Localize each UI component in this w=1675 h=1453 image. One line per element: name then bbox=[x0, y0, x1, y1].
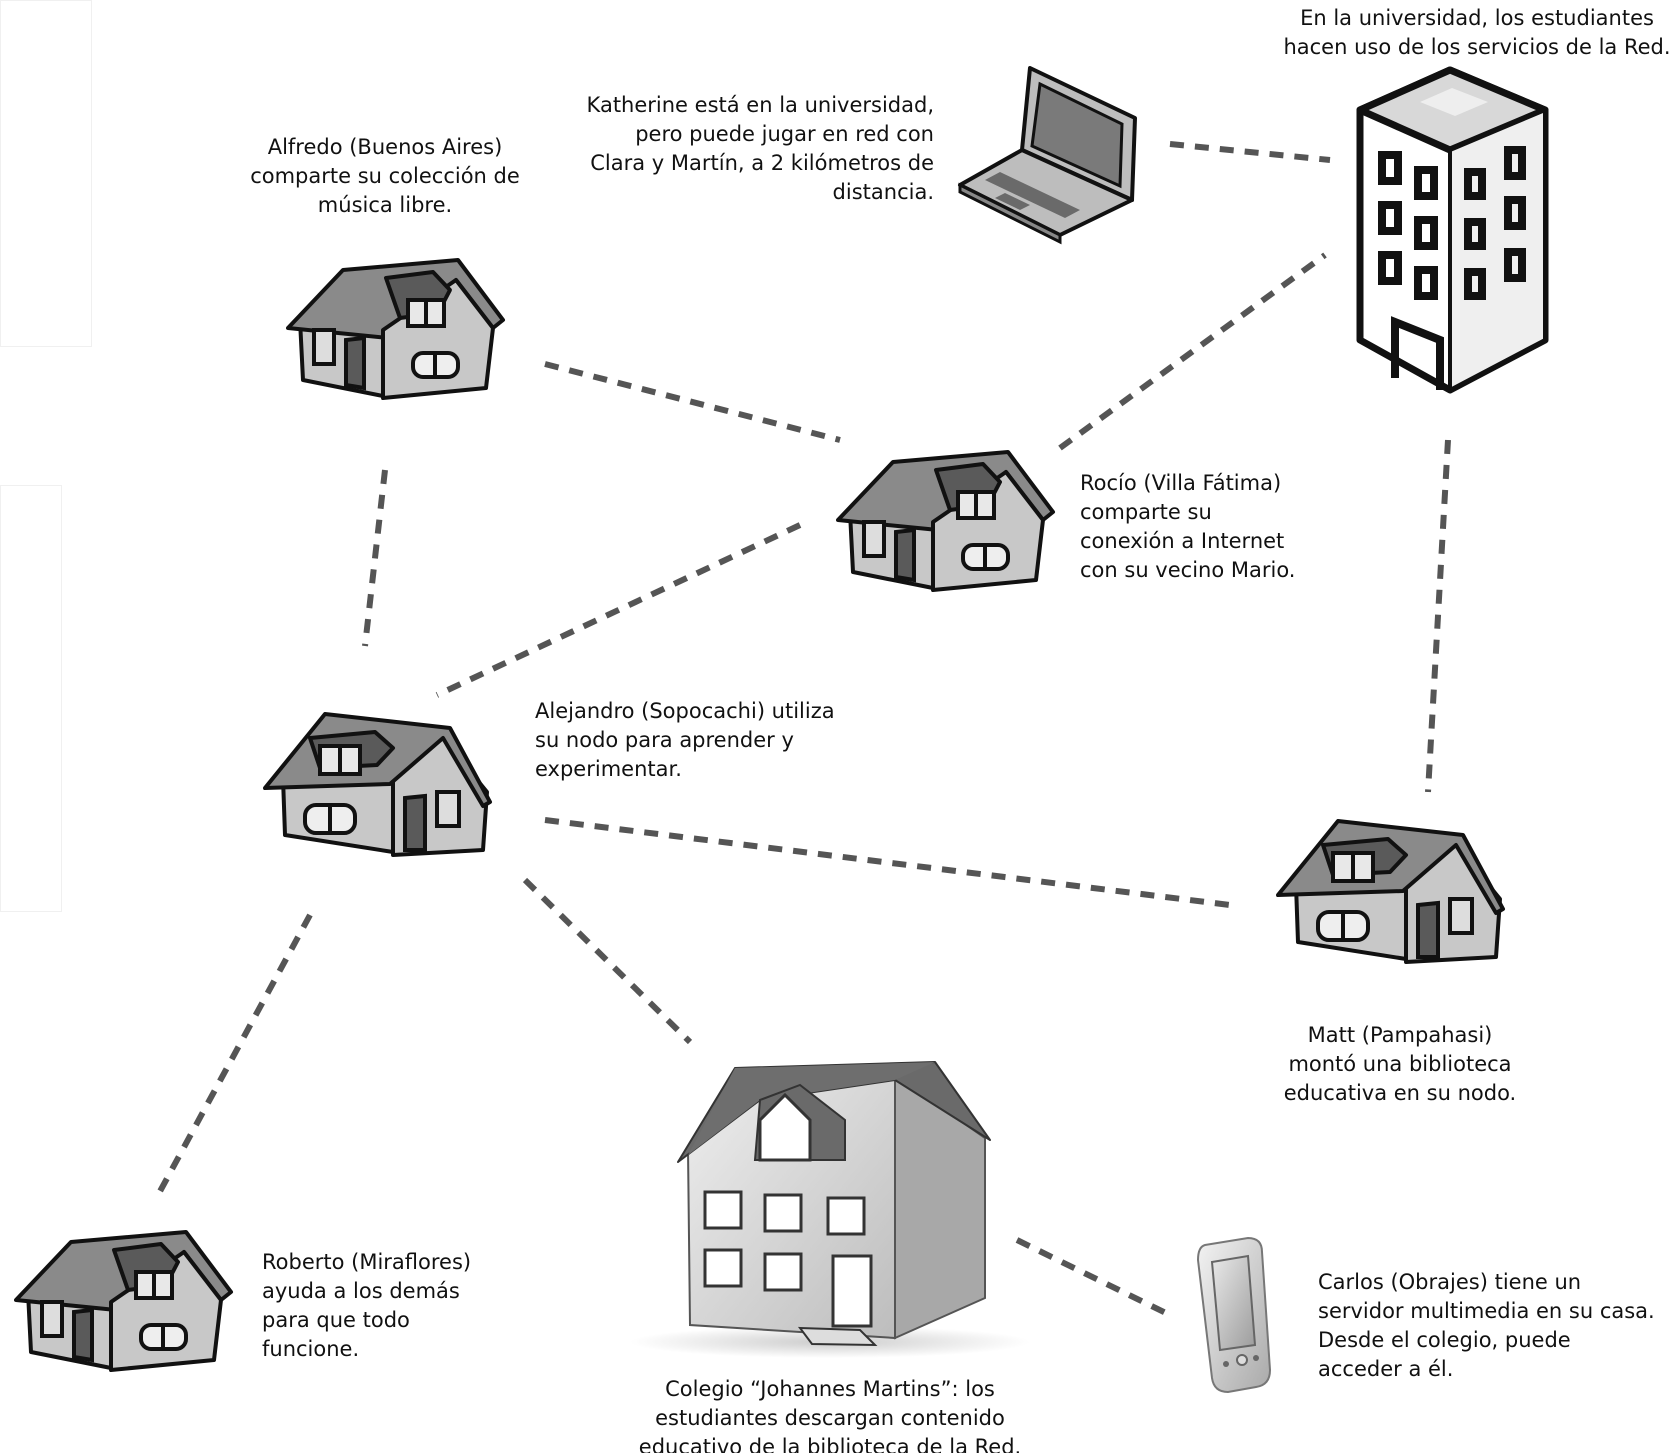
label-roberto: Roberto (Miraflores) ayuda a los demás p… bbox=[262, 1250, 472, 1361]
link-rocio-alejandro bbox=[435, 522, 802, 698]
house-icon-alejandro bbox=[263, 712, 492, 857]
house-icon-alfredo bbox=[286, 258, 505, 400]
link-alfredo-rocio bbox=[544, 361, 841, 443]
link-alejandro-matt bbox=[544, 817, 1231, 908]
link-alfredo-alejandro bbox=[362, 469, 388, 647]
faint-frame-top bbox=[0, 0, 92, 347]
link-rocio-universidad bbox=[1058, 252, 1327, 451]
house-icon-roberto bbox=[14, 1230, 233, 1372]
link-alejandro-roberto bbox=[155, 913, 313, 1197]
house-icon-matt bbox=[1276, 819, 1505, 964]
building-icon bbox=[1356, 66, 1549, 394]
label-alfredo: Alfredo (Buenos Aires) comparte su colec… bbox=[250, 135, 520, 217]
link-alejandro-colegio bbox=[522, 877, 693, 1045]
label-rocio: Rocío (Villa Fátima) comparte su conexió… bbox=[1080, 471, 1296, 582]
link-colegio-carlos bbox=[1015, 1237, 1172, 1318]
laptop-icon bbox=[958, 66, 1137, 245]
label-colegio: Colegio “Johannes Martins”: los estudian… bbox=[638, 1377, 1022, 1453]
label-universidad: En la universidad, los estudiantes hacen… bbox=[1283, 6, 1671, 59]
phone-icon bbox=[1196, 1236, 1272, 1394]
link-laptop-universidad bbox=[1169, 141, 1331, 163]
faint-frame-middle bbox=[0, 485, 62, 912]
label-katherine: Katherine está en la universidad, pero p… bbox=[586, 93, 934, 204]
network-links bbox=[155, 141, 1451, 1318]
label-matt: Matt (Pampahasi) montó una biblioteca ed… bbox=[1283, 1023, 1517, 1105]
label-alejandro: Alejandro (Sopocachi) utiliza su nodo pa… bbox=[535, 699, 835, 781]
label-carlos: Carlos (Obrajes) tiene un servidor multi… bbox=[1318, 1270, 1655, 1381]
house-icon-rocio bbox=[836, 450, 1055, 592]
school-icon bbox=[630, 1061, 1030, 1358]
link-universidad-matt bbox=[1425, 439, 1451, 793]
